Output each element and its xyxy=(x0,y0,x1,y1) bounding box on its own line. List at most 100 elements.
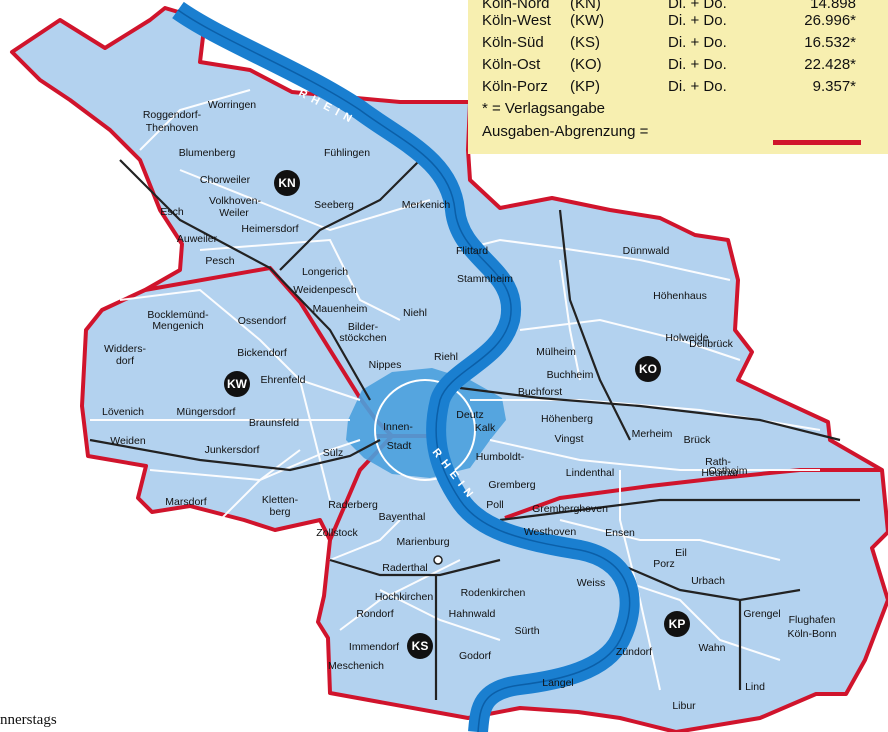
place-label: Ossendorf xyxy=(238,315,287,327)
svg-text:KS: KS xyxy=(412,639,429,653)
place-label: Bayenthal xyxy=(379,511,426,523)
place-label: Kalk xyxy=(475,422,496,434)
legend-name: Köln-Nord xyxy=(482,0,550,12)
place-label: Zollstock xyxy=(316,527,358,539)
legend-boundary-label: Ausgaben-Abgrenzung = xyxy=(482,123,649,140)
railways xyxy=(89,159,860,700)
place-label: Meschenich xyxy=(328,660,384,672)
place-label: Blumenberg xyxy=(179,147,236,159)
place-label: Grengel xyxy=(743,608,780,620)
place-label: stöckchen xyxy=(339,332,386,344)
svg-text:KO: KO xyxy=(639,362,657,376)
place-label: Marsdorf xyxy=(165,496,207,508)
place-label: Westhoven xyxy=(524,526,576,538)
place-label: Lind xyxy=(745,681,765,693)
place-label: Raderthal xyxy=(382,562,428,574)
place-label: Poll xyxy=(486,499,504,511)
place-label: Innen- xyxy=(383,421,413,433)
city-center-area xyxy=(346,368,506,478)
place-label: Bilder- xyxy=(348,321,379,333)
place-label: Rodenkirchen xyxy=(461,587,526,599)
place-label: Höhenhaus xyxy=(653,290,707,302)
place-label: Buchheim xyxy=(547,369,594,381)
place-label: Volkhoven- xyxy=(209,195,261,207)
svg-text:KW: KW xyxy=(227,377,248,391)
place-label: Brück xyxy=(684,434,712,446)
place-label: Roggendorf- xyxy=(143,109,202,121)
legend-days: Di. + Do. xyxy=(668,12,727,29)
marienburg-junction xyxy=(433,555,443,565)
place-label: Mauenheim xyxy=(313,303,368,315)
place-label: Weiden xyxy=(110,435,146,447)
place-label: Flittard xyxy=(456,245,488,257)
place-label: Merkenich xyxy=(402,199,451,211)
place-label: Braunsfeld xyxy=(249,417,299,429)
place-label: Weiler xyxy=(219,207,249,219)
place-label: Gremberg xyxy=(488,479,535,491)
badge-ks: KS xyxy=(407,633,433,659)
place-label: Thenhoven xyxy=(146,122,199,134)
legend-days: Di. + Do. xyxy=(668,56,727,73)
place-label: Holweide xyxy=(665,332,708,344)
svg-text:KP: KP xyxy=(669,617,686,631)
place-label: dorf xyxy=(116,355,134,367)
place-label: Urbach xyxy=(691,575,725,587)
svg-text:KN: KN xyxy=(278,176,295,190)
place-label: Sürth xyxy=(514,625,539,637)
place-label: Merheim xyxy=(632,428,673,440)
legend-days: Di. + Do. xyxy=(668,78,727,95)
legend-code: (KW) xyxy=(570,12,605,29)
place-label: Buchforst xyxy=(518,386,562,398)
place-label: Longerich xyxy=(302,266,348,278)
edition-legend: Köln-Nord (KN) Di. + Do. 14.898 Köln-Wes… xyxy=(468,0,888,154)
place-label: Langel xyxy=(542,677,574,689)
badge-kw: KW xyxy=(224,371,250,397)
place-label: Bocklemünd- xyxy=(147,309,209,321)
place-label: Porz xyxy=(653,558,675,570)
place-label: Niehl xyxy=(403,307,427,319)
badge-kp: KP xyxy=(664,611,690,637)
place-label: Marienburg xyxy=(396,536,449,548)
badge-ko: KO xyxy=(635,356,661,382)
legend-circulation: 26.996* xyxy=(804,12,856,29)
place-label: Hahnwald xyxy=(449,608,496,620)
place-label: Dellbrück xyxy=(689,338,734,350)
legend-code: (KN) xyxy=(570,0,601,12)
inner-ring xyxy=(374,379,476,481)
legend-circulation: 14.898 xyxy=(810,0,856,12)
place-label: Heimersdorf xyxy=(241,223,298,235)
place-label: Mülheim xyxy=(536,346,576,358)
place-label: Vingst xyxy=(555,433,584,445)
place-label: Junkersdorf xyxy=(205,444,260,456)
legend-name: Köln-Ost xyxy=(482,56,541,73)
place-label: Köln-Bonn xyxy=(787,628,836,640)
place-label: Zündorf xyxy=(616,646,652,658)
place-label: Höhenberg xyxy=(541,413,593,425)
place-label: Riehl xyxy=(434,351,458,363)
footer-text: nnerstags xyxy=(0,712,57,728)
legend-code: (KS) xyxy=(570,34,600,51)
place-label: Fühlingen xyxy=(324,147,370,159)
legend-days: Di. + Do. xyxy=(668,0,727,12)
place-label: Eil xyxy=(675,547,687,559)
place-label: Pesch xyxy=(205,255,234,267)
place-label: Weiss xyxy=(577,577,605,589)
place-label: Lindenthal xyxy=(566,467,614,479)
place-label: Stadt xyxy=(387,440,412,452)
place-label: Heumar xyxy=(701,467,739,479)
badge-kn: KN xyxy=(274,170,300,196)
place-label: berg xyxy=(269,506,290,518)
place-label: Ensen xyxy=(605,527,635,539)
place-label: Flughafen xyxy=(789,614,836,626)
roads xyxy=(90,89,821,691)
place-label: Müngersdorf xyxy=(177,406,236,418)
place-label: Ostheim xyxy=(708,465,747,477)
place-label: Worringen xyxy=(208,99,256,111)
legend-circulation: 22.428* xyxy=(804,56,856,73)
place-label: Widders- xyxy=(104,343,147,355)
legend-name: Köln-Süd xyxy=(482,34,544,51)
place-label: Lövenich xyxy=(102,406,144,418)
place-label: Kletten- xyxy=(262,494,299,506)
place-label: Chorweiler xyxy=(200,174,251,186)
